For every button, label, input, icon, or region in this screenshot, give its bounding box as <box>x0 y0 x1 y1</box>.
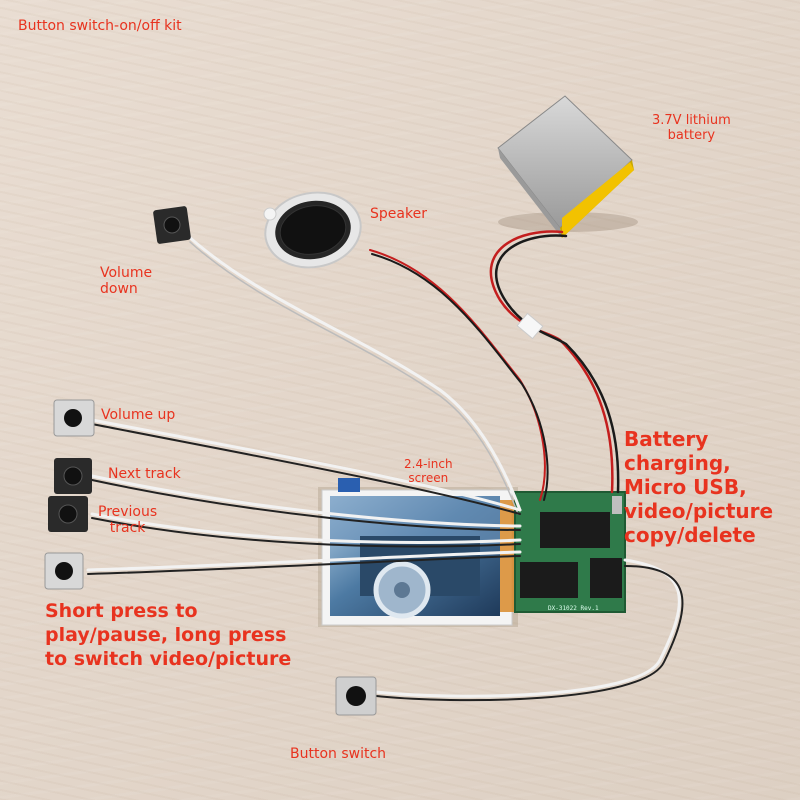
button-switch-label: Button switch <box>290 746 387 762</box>
volume-up-label: Volume up <box>101 407 176 423</box>
play-button-label: Short press to play/pause, long press to… <box>45 600 292 670</box>
volume-down-label: Volume down <box>100 265 153 298</box>
control-board: DX-31022 Rev.1 <box>514 491 626 613</box>
battery-label: 3.7V lithium battery <box>652 113 731 143</box>
chip <box>520 562 578 598</box>
chip <box>540 512 610 548</box>
power-switch-button <box>335 676 377 716</box>
speaker <box>263 191 362 269</box>
screen-label: 2.4-inch screen <box>404 457 453 485</box>
board-print: DX-31022 Rev.1 <box>548 605 599 612</box>
battery-label-strip <box>562 162 634 238</box>
board-features-label: Battery charging, Micro USB, video/pictu… <box>624 427 774 547</box>
previous-track-label: Previous track <box>98 504 158 537</box>
lithium-battery <box>497 95 634 238</box>
speaker-label: Speaker <box>370 206 427 222</box>
next-track-button <box>54 458 92 494</box>
next-track-label: Next track <box>108 466 181 482</box>
cables <box>86 230 684 702</box>
kit-title: Button switch-on/off kit <box>18 18 182 34</box>
play-pause-button <box>44 552 84 590</box>
volume-up-button <box>53 399 95 437</box>
previous-track-button <box>48 496 88 532</box>
chip <box>590 558 622 598</box>
volume-down-button <box>153 206 191 244</box>
